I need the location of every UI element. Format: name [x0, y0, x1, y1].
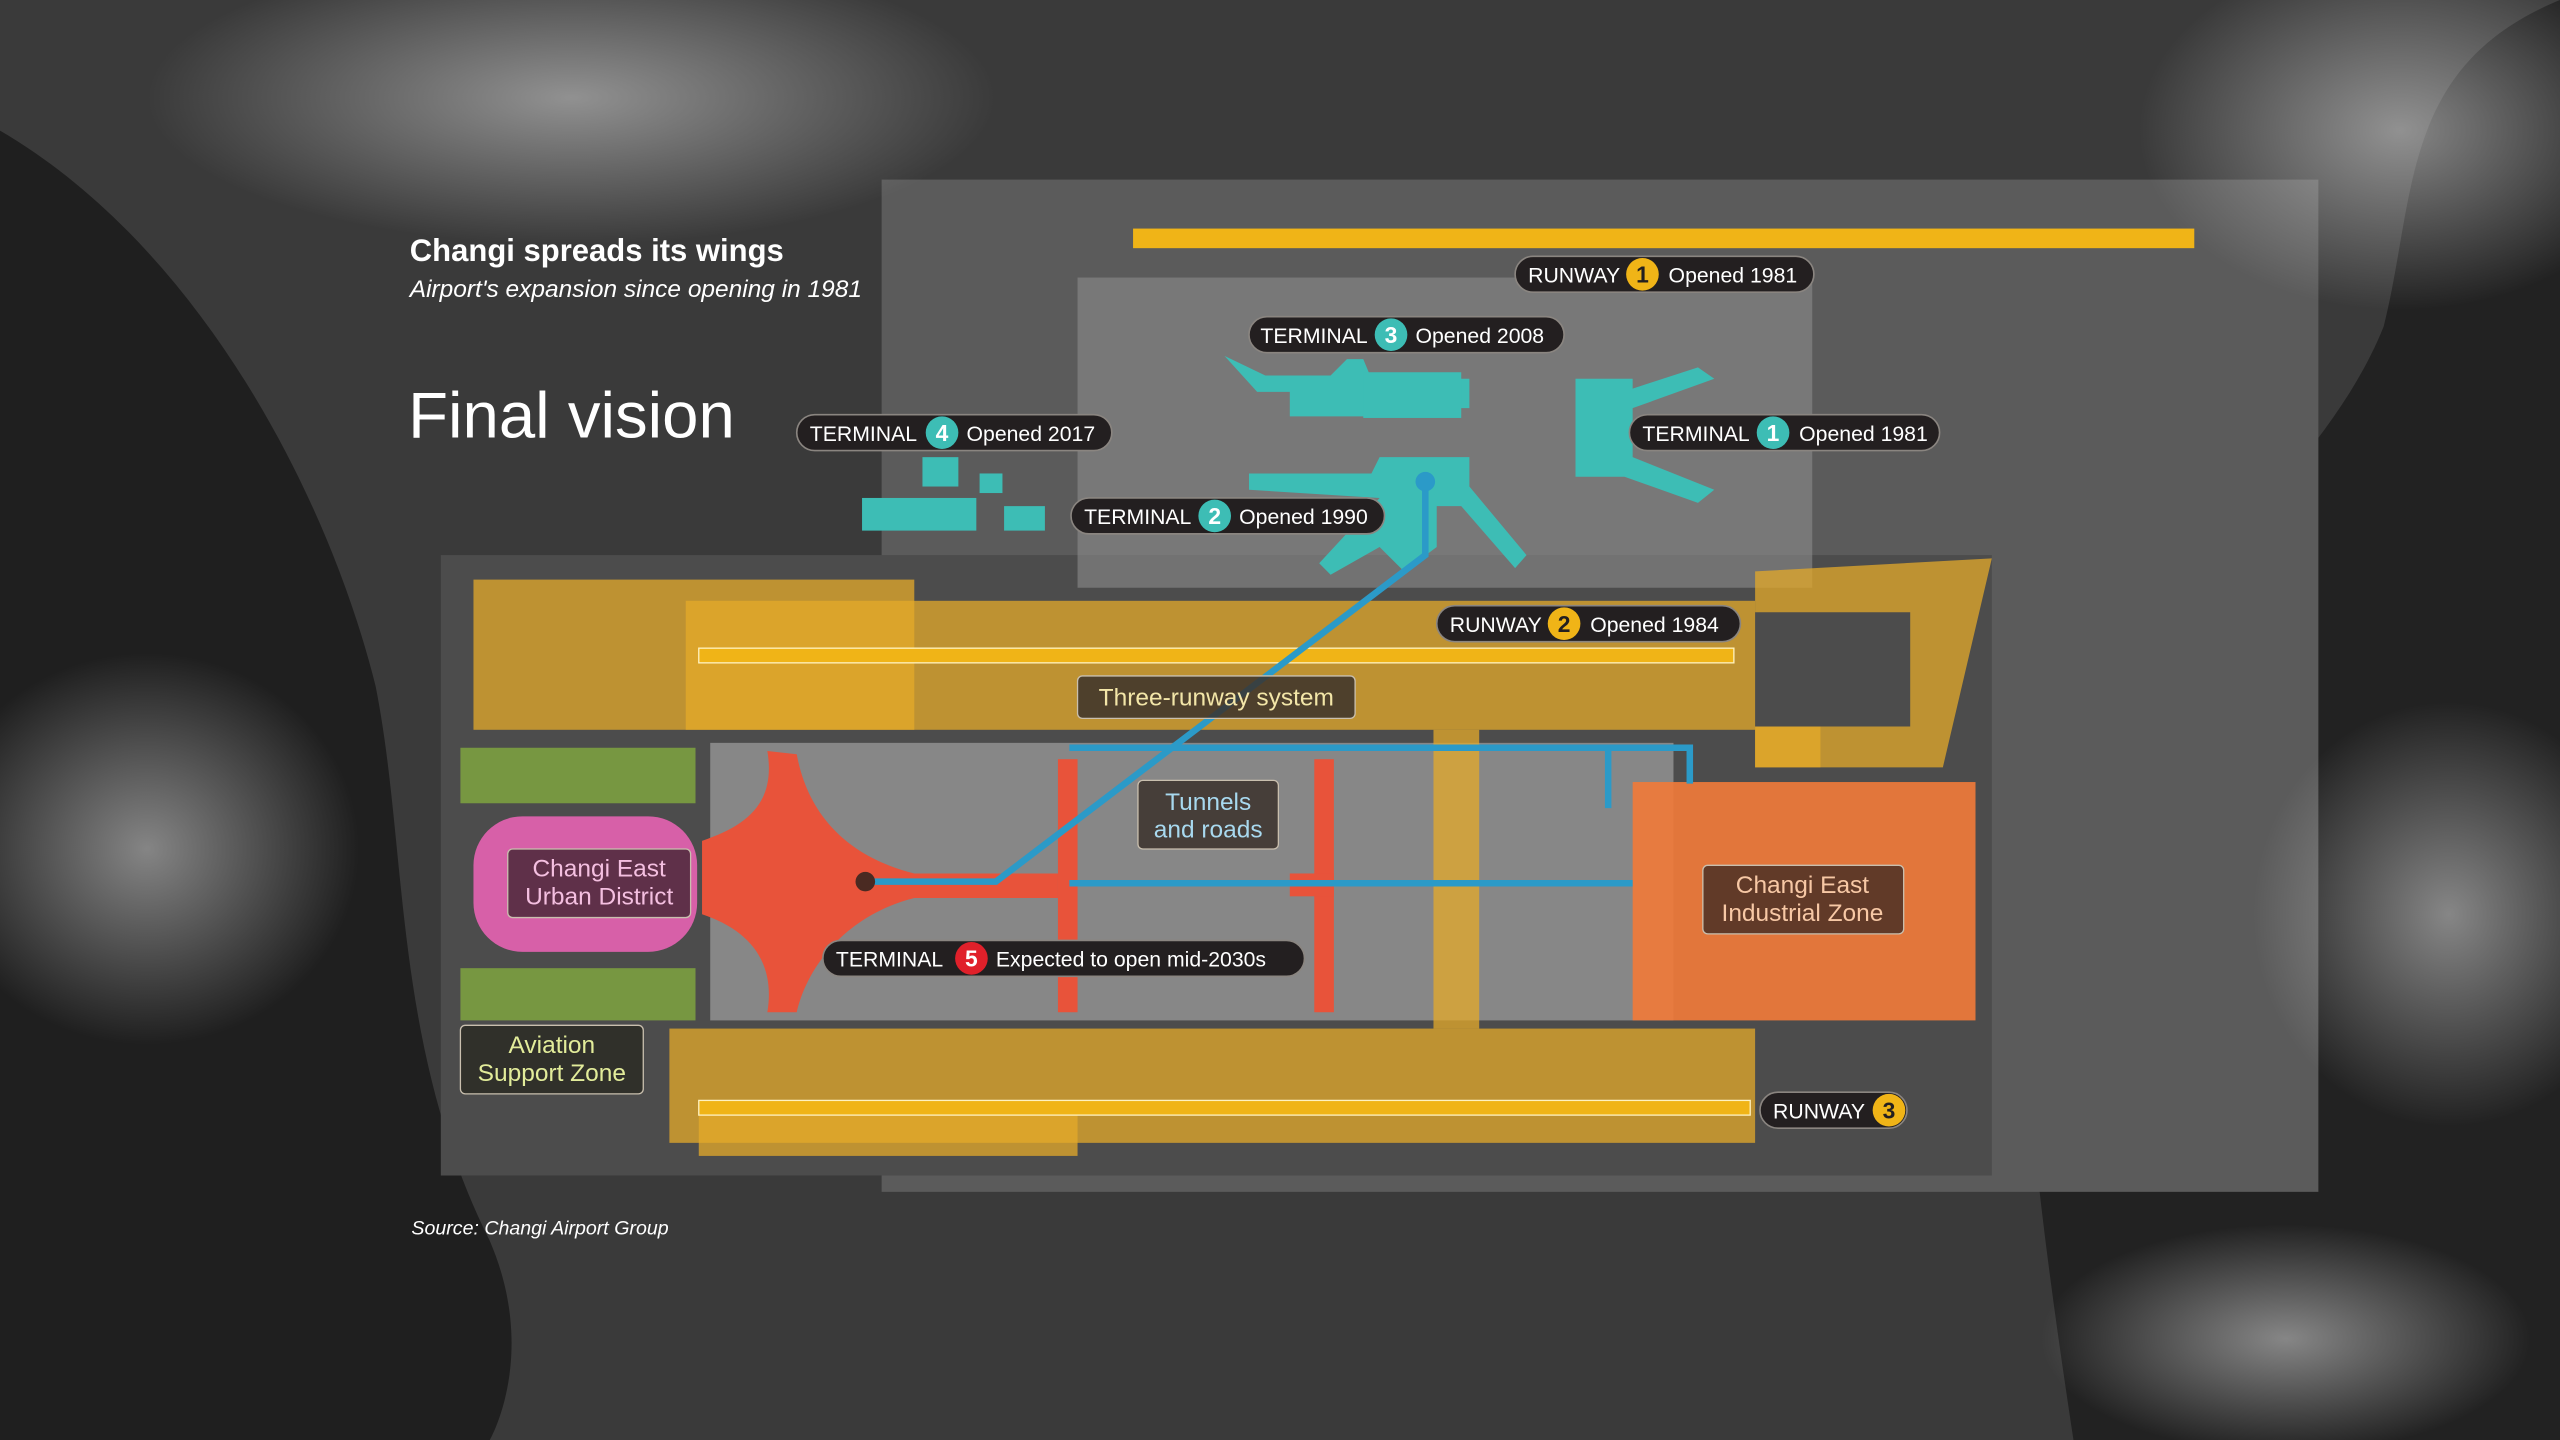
stage-title: Final vision [408, 379, 735, 452]
svg-text:1: 1 [1636, 261, 1649, 287]
svg-text:4: 4 [936, 420, 949, 446]
runway-1 [1133, 228, 2195, 249]
svg-text:Industrial Zone: Industrial Zone [1722, 900, 1884, 927]
runway-3 [698, 1099, 1751, 1116]
runway-2 [698, 647, 1735, 664]
svg-text:1: 1 [1767, 420, 1780, 446]
aviation-support-zone-north [460, 747, 696, 804]
terminal-4-label[interactable]: TERMINAL 4 Opened 2017 [795, 413, 1113, 452]
svg-text:TERMINAL: TERMINAL [836, 949, 943, 972]
svg-text:TERMINAL: TERMINAL [1642, 423, 1749, 446]
aviation-support-zone-south [460, 968, 696, 1021]
svg-text:Tunnels: Tunnels [1165, 789, 1251, 816]
aviation-support-zone-label[interactable]: Aviation Support Zone [459, 1024, 644, 1095]
svg-text:3: 3 [1883, 1097, 1896, 1123]
svg-text:Opened 1981: Opened 1981 [1799, 423, 1928, 446]
svg-text:Expected to open mid-2030s: Expected to open mid-2030s [996, 949, 1266, 972]
svg-text:Changi East: Changi East [533, 856, 667, 883]
svg-text:Three-runway system: Three-runway system [1099, 684, 1334, 711]
svg-text:2: 2 [1208, 503, 1221, 529]
map-title: Changi spreads its wings [410, 233, 784, 268]
svg-text:3: 3 [1385, 322, 1398, 348]
svg-text:5: 5 [965, 946, 978, 972]
terminal-5-label[interactable]: TERMINAL 5 Expected to open mid-2030s [822, 939, 1306, 978]
svg-text:RUNWAY: RUNWAY [1773, 1100, 1865, 1123]
map-subtitle: Airport's expansion since opening in 198… [408, 276, 862, 303]
svg-text:2: 2 [1558, 611, 1571, 637]
svg-text:Aviation: Aviation [509, 1032, 596, 1059]
runway-3-label[interactable]: RUNWAY 3 [1759, 1091, 1908, 1129]
runway-1-label[interactable]: RUNWAY 1 Opened 1981 [1514, 255, 1815, 294]
svg-text:Opened 2017: Opened 2017 [967, 423, 1096, 446]
terminal-2-label[interactable]: TERMINAL 2 Opened 1990 [1070, 497, 1386, 535]
svg-text:RUNWAY: RUNWAY [1528, 264, 1620, 287]
terminal-5-hub [855, 871, 876, 892]
svg-text:Changi East: Changi East [1736, 872, 1870, 899]
svg-text:TERMINAL: TERMINAL [810, 423, 917, 446]
runway-2-label[interactable]: RUNWAY 2 Opened 1984 [1435, 604, 1742, 643]
svg-text:Opened 1981: Opened 1981 [1669, 264, 1798, 287]
svg-text:RUNWAY: RUNWAY [1450, 614, 1542, 637]
svg-text:Opened 1984: Opened 1984 [1590, 614, 1719, 637]
svg-text:Opened 2008: Opened 2008 [1416, 325, 1545, 348]
svg-text:Opened 1990: Opened 1990 [1239, 506, 1368, 529]
tunnels-and-roads-label[interactable]: Tunnels and roads [1137, 779, 1280, 850]
three-runway-system-area [473, 558, 1992, 1156]
existing-terminals [862, 355, 1715, 575]
industrial-zone-label[interactable]: Changi East Industrial Zone [1702, 864, 1905, 935]
urban-district-label[interactable]: Changi East Urban District [507, 848, 692, 919]
tunnel-node [1415, 471, 1436, 492]
terminal-3-label[interactable]: TERMINAL 3 Opened 2008 [1248, 315, 1565, 354]
svg-text:TERMINAL: TERMINAL [1084, 506, 1191, 529]
svg-text:TERMINAL: TERMINAL [1260, 325, 1367, 348]
three-runway-system-label[interactable]: Three-runway system [1076, 675, 1356, 720]
svg-text:Support Zone: Support Zone [478, 1060, 626, 1087]
svg-text:Urban District: Urban District [525, 883, 673, 910]
source-note: Source: Changi Airport Group [411, 1217, 668, 1239]
svg-text:and roads: and roads [1154, 817, 1263, 844]
terminal-1-label[interactable]: TERMINAL 1 Opened 1981 [1628, 413, 1941, 452]
